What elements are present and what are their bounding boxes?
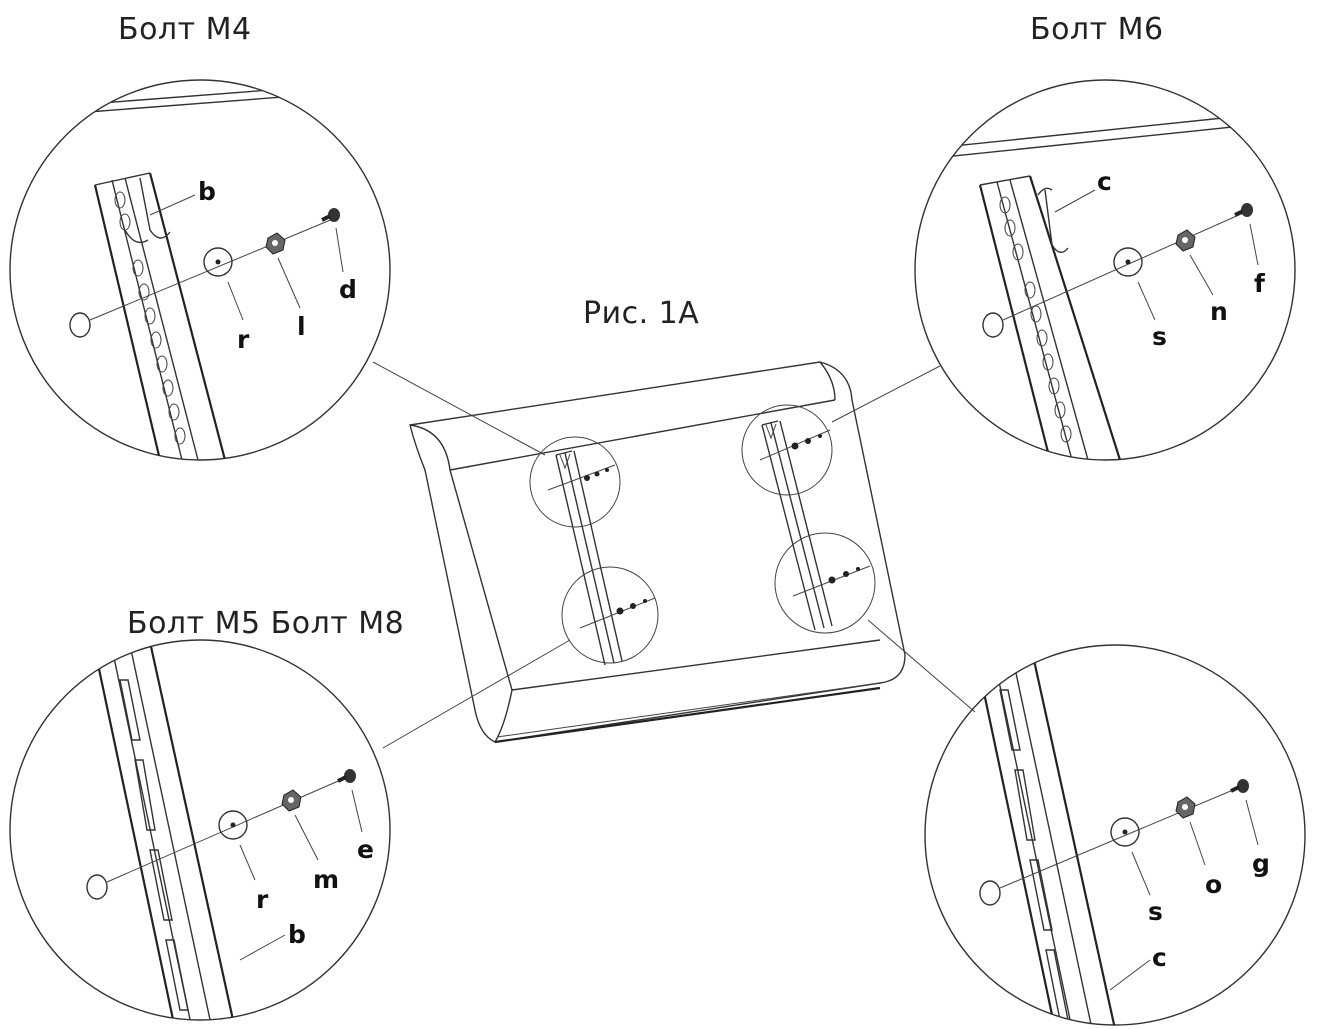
caption-bolt-m6: Болт M6 <box>1030 12 1164 47</box>
magnified-view-top-right: c s n f <box>914 79 1296 461</box>
detail-circle-bottom-left <box>561 566 659 664</box>
callout-f-top-right: f <box>1254 269 1266 298</box>
callout-r-top-left: r <box>237 325 250 354</box>
callout-g-bottom-right: g <box>1252 849 1270 878</box>
callout-o-bottom-right: o <box>1205 870 1222 899</box>
callout-s-top-right: s <box>1152 322 1167 351</box>
callout-b-top-left: b <box>198 177 216 206</box>
caption-figure: Рис. 1A <box>583 296 700 331</box>
caption-bolt-m5-m8: Болт M5 Болт M8 <box>127 606 405 641</box>
caption-bolt-m4: Болт M4 <box>118 12 252 47</box>
magnified-view-bottom-right: s o g c <box>924 644 1306 1026</box>
detail-circle-bottom-right <box>774 532 876 634</box>
callout-r-bottom-left: r <box>256 885 269 914</box>
callout-c-bottom-right: c <box>1152 943 1167 972</box>
callout-e-bottom-left: e <box>357 835 374 864</box>
panel-bracket-left <box>555 450 623 666</box>
leader-lines <box>372 361 976 749</box>
callout-s-bottom-right: s <box>1148 897 1163 926</box>
detail-circle-top-left <box>529 436 621 528</box>
tv-panel <box>409 361 906 744</box>
callout-d-top-left: d <box>339 275 357 304</box>
panel-bracket-right <box>761 420 833 631</box>
detail-circle-top-right <box>741 404 833 496</box>
callout-m-bottom-left: m <box>313 865 339 894</box>
callout-b-bottom-left: b <box>288 920 306 949</box>
magnified-view-top-left: b r l d <box>9 79 391 461</box>
callout-l-top-left: l <box>297 312 306 341</box>
callout-n-top-right: n <box>1210 297 1228 326</box>
magnified-view-bottom-left: r m e b <box>9 639 391 1021</box>
callout-c-top-right: c <box>1097 167 1112 196</box>
